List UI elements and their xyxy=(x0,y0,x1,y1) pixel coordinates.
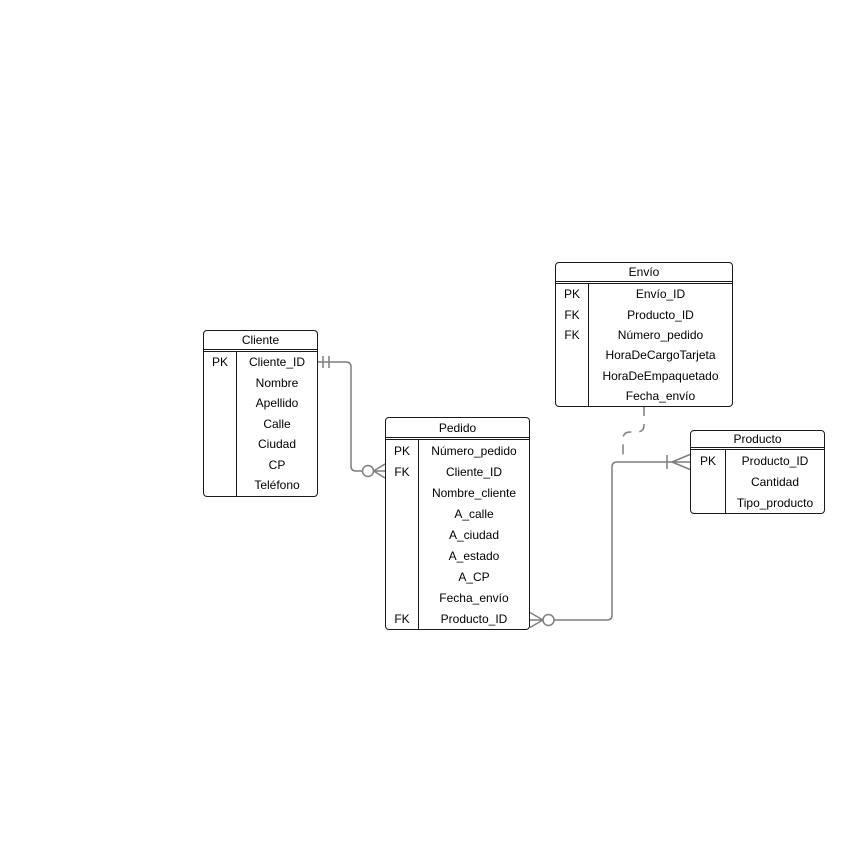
table-row: Fecha_envío xyxy=(556,385,732,407)
zero-circle-symbol xyxy=(542,613,555,627)
table-row: Cantidad xyxy=(691,471,824,492)
table-row: PK Cliente_ID xyxy=(204,352,317,373)
table-title: Envío xyxy=(556,263,732,282)
key-label: FK xyxy=(386,461,419,482)
table-row: PK Número_pedido xyxy=(386,440,529,461)
field-name: A_CP xyxy=(458,569,490,584)
key-label xyxy=(204,393,237,414)
table-row: Nombre_cliente xyxy=(386,482,529,503)
relationship-cliente-pedido xyxy=(318,356,386,479)
field-name: Número_pedido xyxy=(617,327,704,342)
key-label xyxy=(204,475,237,496)
key-label: PK xyxy=(386,440,419,461)
table-body: PK Producto_ID Cantidad Tipo_producto xyxy=(691,449,824,513)
table-body: PK Envío_ID FK Producto_ID FK Número_pedido… xyxy=(556,283,732,407)
field-name: Nombre_cliente xyxy=(431,485,517,500)
table-row: A_CP xyxy=(386,566,529,587)
table-title: Producto xyxy=(691,431,824,448)
key-label xyxy=(386,503,419,524)
key-label xyxy=(204,413,237,434)
relationship-line xyxy=(554,461,672,621)
table-row: PK Producto_ID xyxy=(691,450,824,471)
table-title: Pedido xyxy=(386,418,529,438)
table-row: Teléfono xyxy=(204,475,317,496)
field-name: Ciudad xyxy=(257,437,297,452)
key-label xyxy=(386,587,419,608)
field-name: Tipo_producto xyxy=(736,495,814,510)
field-name: Número_pedido xyxy=(431,443,517,458)
relationship-pedido-producto xyxy=(529,453,691,629)
key-label xyxy=(691,492,726,513)
entity-table-envio: Envío PK Envío_ID FK Producto_ID FK Número_… xyxy=(555,262,733,408)
crows-foot-symbol xyxy=(373,463,386,479)
dashed-relationship-line xyxy=(622,406,645,461)
table-row: Ciudad xyxy=(204,434,317,455)
key-label: PK xyxy=(204,352,237,373)
key-label xyxy=(386,545,419,566)
field-name: Producto_ID xyxy=(741,453,809,468)
table-row: A_calle xyxy=(386,503,529,524)
key-label: PK xyxy=(691,450,726,471)
key-label xyxy=(556,385,589,407)
key-label: FK xyxy=(386,608,419,629)
key-label: PK xyxy=(556,284,589,305)
table-row: Calle xyxy=(204,413,317,434)
field-name: Nombre xyxy=(255,375,299,390)
table-row: FK Cliente_ID xyxy=(386,461,529,482)
field-name: Calle xyxy=(263,416,291,431)
entity-table-cliente: Cliente PK Cliente_ID Nombre Apellido Cal… xyxy=(203,330,318,497)
field-name: Cliente_ID xyxy=(248,355,306,370)
key-label: FK xyxy=(556,304,589,325)
relationship-envio-junction xyxy=(622,406,645,461)
table-row: HoraDeEmpaquetado xyxy=(556,365,732,386)
table-row: Tipo_producto xyxy=(691,492,824,513)
zero-circle-symbol xyxy=(361,464,375,478)
table-row: HoraDeCargoTarjeta xyxy=(556,345,732,366)
key-label xyxy=(691,471,726,492)
table-row: CP xyxy=(204,454,317,475)
field-name: HoraDeCargoTarjeta xyxy=(605,348,716,363)
field-name: Apellido xyxy=(255,396,299,411)
field-name: Producto_ID xyxy=(440,611,508,626)
table-row: Nombre xyxy=(204,372,317,393)
table-row: PK Envío_ID xyxy=(556,284,732,305)
field-name: HoraDeEmpaquetado xyxy=(602,368,719,383)
key-label: FK xyxy=(556,324,589,346)
key-label xyxy=(204,434,237,455)
field-name: Producto_ID xyxy=(627,307,694,322)
table-body: PK Número_pedido FK Cliente_ID Nombre_clie… xyxy=(386,439,529,629)
field-name: Fecha_envío xyxy=(439,590,509,605)
table-row: Apellido xyxy=(204,393,317,414)
key-label xyxy=(556,365,589,386)
field-name: Cantidad xyxy=(750,474,800,489)
field-name: CP xyxy=(268,457,286,472)
table-row: FK Número_pedido xyxy=(556,324,732,346)
key-label xyxy=(204,372,237,393)
field-name: Teléfono xyxy=(254,478,300,493)
table-row: A_ciudad xyxy=(386,524,529,545)
key-label xyxy=(556,345,589,366)
table-row: FK Producto_ID xyxy=(556,304,732,325)
key-label xyxy=(386,482,419,503)
key-label xyxy=(386,524,419,545)
crows-foot-symbol xyxy=(671,453,691,471)
table-title: Cliente xyxy=(204,331,317,350)
relationship-line xyxy=(318,361,362,472)
entity-table-pedido: Pedido PK Número_pedido FK Cliente_ID Nomb… xyxy=(385,417,530,630)
table-row: FK Producto_ID xyxy=(386,608,529,629)
field-name: Cliente_ID xyxy=(445,464,503,479)
key-label xyxy=(386,566,419,587)
crows-foot-symbol xyxy=(529,611,544,629)
field-name: A_estado xyxy=(448,548,500,563)
table-body: PK Cliente_ID Nombre Apellido Calle Ciuda… xyxy=(204,351,317,496)
field-name: A_ciudad xyxy=(448,527,500,542)
table-row: Fecha_envío xyxy=(386,587,529,608)
field-name: Fecha_envío xyxy=(625,389,696,404)
table-row: A_estado xyxy=(386,545,529,566)
entity-table-producto: Producto PK Producto_ID Cantidad Tipo_pro… xyxy=(690,430,825,514)
field-name: A_calle xyxy=(454,506,494,521)
field-name: Envío_ID xyxy=(635,287,686,302)
key-label xyxy=(204,454,237,475)
